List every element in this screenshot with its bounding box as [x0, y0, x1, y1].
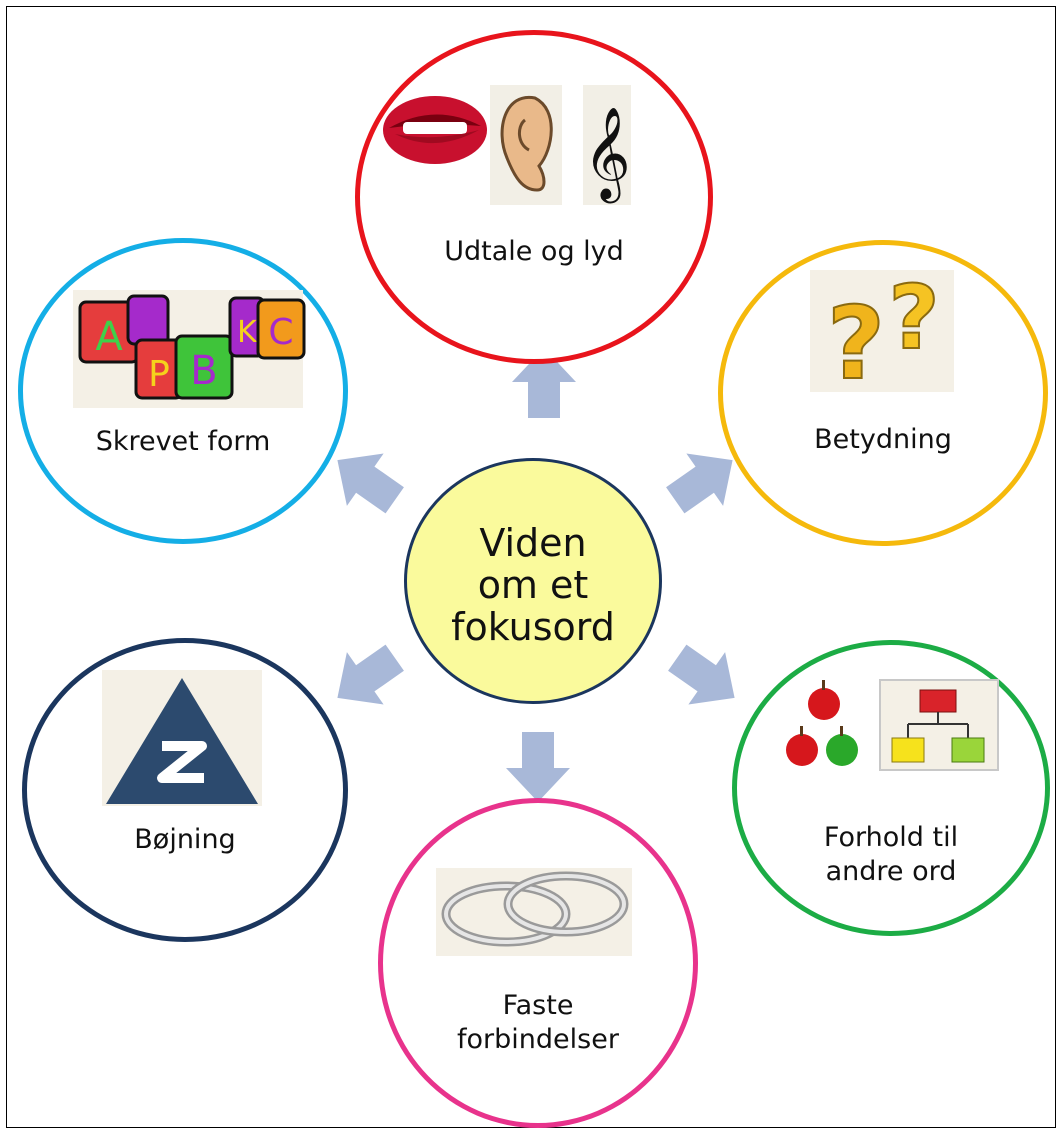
node-meaning-label: Betydning — [814, 424, 952, 455]
node-relations-label-line-1: Forhold til — [823, 822, 959, 853]
arrow-up — [512, 348, 576, 418]
node-inflection-label: Bøjning — [134, 824, 236, 855]
block-letter-c: C — [268, 312, 293, 353]
question-marks-icon: ? ? — [810, 265, 954, 403]
node-inflection: Bøjning — [22, 638, 348, 942]
inflection-art — [102, 670, 262, 806]
node-pronunciation: 𝄞 Udtale og lyd — [355, 30, 713, 364]
ear-icon — [490, 85, 562, 205]
node-relations: Forhold til andre ord — [732, 640, 1050, 936]
node-written-form-label: Skrevet form — [95, 426, 271, 457]
svg-text:?: ? — [827, 285, 885, 402]
arrow-upper-left — [337, 453, 404, 514]
hierarchy-chart-icon — [879, 679, 999, 771]
meaning-art: ? ? — [810, 265, 954, 403]
node-collocations-label-line-1: Faste — [502, 990, 574, 1021]
mouth-icon — [383, 96, 487, 164]
arrow-lower-right — [668, 644, 735, 705]
block-letter-b: B — [190, 348, 217, 394]
relations-art — [786, 679, 999, 771]
block-letter-k: K — [237, 315, 258, 350]
wedding-rings-icon — [436, 868, 632, 956]
svg-text:?: ? — [888, 266, 939, 369]
center-line-2: om et — [477, 562, 589, 607]
written-form-art: A P B K C — [73, 290, 306, 408]
node-written-form: A P B K C Skrevet form — [18, 238, 348, 544]
apples-icon — [786, 680, 858, 766]
node-pronunciation-label: Udtale og lyd — [444, 236, 624, 267]
node-relations-label-line-2: andre ord — [825, 855, 957, 887]
center-line-3: fokusord — [451, 604, 615, 649]
block-letter-a: A — [95, 314, 123, 360]
center-line-1: Viden — [479, 521, 587, 565]
letter-blocks-icon: A P B K C — [73, 290, 306, 408]
center-node: Viden om et fokusord — [404, 458, 662, 704]
arrow-upper-right — [666, 453, 733, 514]
pronunciation-art: 𝄞 — [383, 85, 631, 205]
treble-clef-icon: 𝄞 — [583, 85, 631, 205]
arrow-lower-left — [337, 644, 404, 705]
node-collocations: Faste forbindelser — [378, 798, 698, 1128]
arrow-down — [506, 732, 570, 802]
node-collocations-label-line-2: forbindelser — [457, 1023, 619, 1055]
svg-text:𝄞: 𝄞 — [583, 106, 630, 203]
collocations-art — [436, 868, 632, 956]
node-meaning: ? ? Betydning — [718, 240, 1048, 546]
inflection-triangle-icon — [102, 670, 262, 806]
block-letter-p: P — [148, 354, 170, 395]
